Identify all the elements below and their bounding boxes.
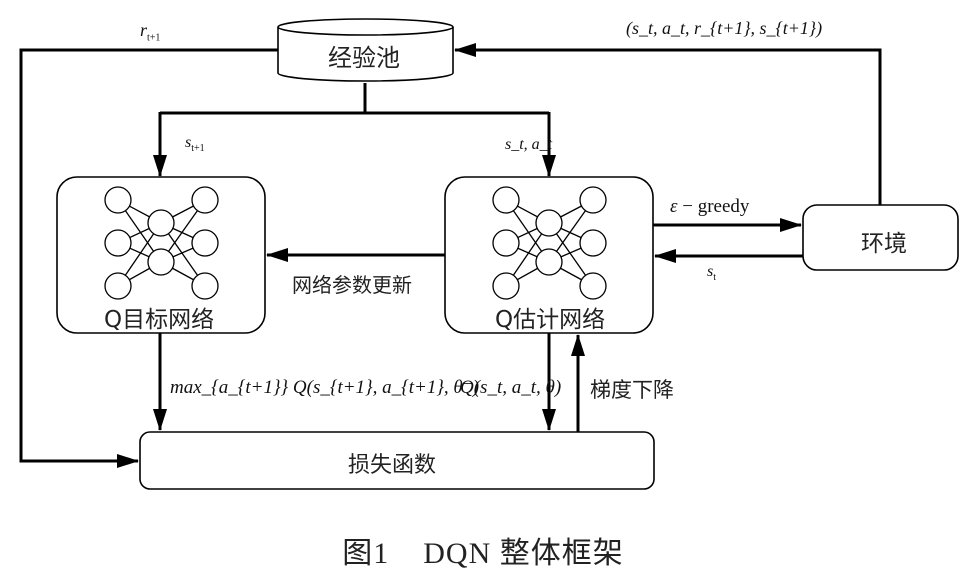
nn-node <box>579 272 607 300</box>
environment-node <box>802 204 959 271</box>
reward-label: rt+1 <box>140 20 161 44</box>
nn-node <box>191 186 219 214</box>
next-state-label: st+1 <box>185 134 205 155</box>
nn-node <box>535 248 563 276</box>
nn-node <box>492 229 520 257</box>
nn-node <box>104 186 132 214</box>
state-label: st <box>707 263 717 284</box>
reward-edge <box>19 48 278 468</box>
nn-node <box>104 229 132 257</box>
estimate-network-node <box>444 176 654 334</box>
transition-edge <box>454 43 882 205</box>
target-network-node <box>56 176 266 334</box>
nn-node <box>579 186 607 214</box>
neural-net-icon <box>104 186 219 300</box>
param-update-label: 网络参数更新 <box>292 273 412 297</box>
replay-buffer-node <box>277 18 454 82</box>
sample-edges <box>153 83 556 177</box>
figure-title: DQN 整体框架 <box>423 537 624 570</box>
nn-node <box>191 272 219 300</box>
nn-node <box>579 229 607 257</box>
nn-node <box>535 209 563 237</box>
gradient-descent-label: 梯度下降 <box>590 378 674 402</box>
neural-net-icon <box>492 186 607 300</box>
transition-label: (s_t, a_t, r_{t+1}, s_{t+1}) <box>626 18 823 38</box>
figure-number: 图1 <box>342 537 390 570</box>
nn-node <box>147 209 175 237</box>
estimate-q-label: Q(s_t, a_t, θ) <box>460 377 562 398</box>
nn-node <box>147 248 175 276</box>
nn-node <box>104 272 132 300</box>
estimate-network-label: Q估计网络 <box>495 307 606 333</box>
replay-buffer-label: 经验池 <box>328 44 400 72</box>
target-network-label: Q目标网络 <box>104 307 215 333</box>
nn-node <box>191 229 219 257</box>
policy-label: ε − greedy <box>670 196 750 217</box>
target-q-label: max_{a_{t+1}} Q(s_{t+1}, a_{t+1}, θ⁻) <box>170 377 480 398</box>
state-action-label: s_t, a_t <box>505 136 553 153</box>
nn-node <box>492 272 520 300</box>
loss-function-label: 损失函数 <box>348 453 437 478</box>
nn-node <box>492 186 520 214</box>
figure-caption: 图1 DQN 整体框架 <box>0 528 966 572</box>
environment-label: 环境 <box>861 231 907 257</box>
loss-function-node <box>139 431 655 490</box>
